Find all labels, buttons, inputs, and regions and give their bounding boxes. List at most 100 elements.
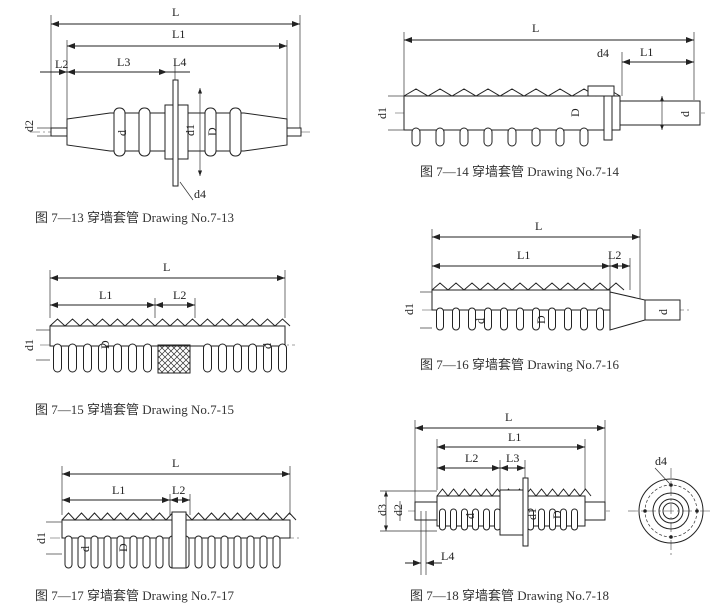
shed xyxy=(564,307,572,331)
label-L: L xyxy=(535,219,542,233)
shed xyxy=(64,535,73,569)
shed xyxy=(500,307,508,331)
bushing-body xyxy=(403,95,621,131)
shed xyxy=(116,535,125,569)
bushing-body xyxy=(431,289,611,311)
shed xyxy=(468,307,476,331)
label-d2: d2 xyxy=(391,504,405,516)
bushing-body xyxy=(49,325,286,347)
shed xyxy=(472,508,479,531)
label-L3: L3 xyxy=(506,451,519,465)
shed xyxy=(155,535,164,569)
shed xyxy=(452,307,460,331)
shed xyxy=(484,307,492,331)
shed xyxy=(459,127,469,147)
shed xyxy=(411,127,421,147)
flange xyxy=(171,511,187,569)
label-L2: L2 xyxy=(55,57,68,71)
caption-7-13: 图 7—13 穿墙套管 Drawing No.7-13 xyxy=(35,210,234,225)
right-terminal xyxy=(584,501,606,521)
label-L3: L3 xyxy=(117,55,130,69)
figure-7-13: L L1 L2 L3 L4 d2 d d1 D d4 图 7—13 穿墙套管 D… xyxy=(22,5,310,225)
label-D: D xyxy=(568,108,582,117)
label-d1: d1 xyxy=(375,107,389,119)
shed xyxy=(571,508,578,531)
label-d: d xyxy=(473,318,487,324)
label-d: d xyxy=(260,343,274,349)
shed-crest-profile xyxy=(49,318,291,327)
shed-crest-profile xyxy=(403,88,621,97)
label-d1: d1 xyxy=(402,303,416,315)
shed xyxy=(143,343,152,373)
shed xyxy=(483,127,493,147)
bolt-hole xyxy=(669,535,673,539)
label-d: d xyxy=(463,513,477,519)
label-d-terminal: d xyxy=(656,309,670,315)
shed xyxy=(204,107,217,157)
caption-7-15: 图 7—15 穿墙套管 Drawing No.7-15 xyxy=(35,402,234,417)
shed-crest-profile xyxy=(431,282,625,291)
shed xyxy=(138,107,151,157)
label-d: d xyxy=(678,111,692,117)
label-L: L xyxy=(505,410,512,424)
label-d2: d2 xyxy=(22,120,36,132)
label-d: d xyxy=(115,130,129,136)
shed xyxy=(263,343,272,373)
bolt-hole xyxy=(695,509,699,513)
shed xyxy=(194,535,203,569)
shed xyxy=(233,535,242,569)
label-d4: d4 xyxy=(194,187,206,201)
label-L: L xyxy=(172,5,179,19)
shed xyxy=(248,343,257,373)
label-L2: L2 xyxy=(173,288,186,302)
shed xyxy=(531,127,541,147)
shed xyxy=(218,343,227,373)
figure-7-17: L L1 L2 d1 d D 图 7—17 穿墙套管 Drawing No.7-… xyxy=(34,456,300,603)
label-d1: d1 xyxy=(183,124,197,136)
label-L1: L1 xyxy=(508,430,521,444)
left-terminal xyxy=(50,127,69,137)
shed xyxy=(439,508,446,531)
shed xyxy=(259,535,268,569)
shed xyxy=(532,307,540,331)
shed xyxy=(129,535,138,569)
shed xyxy=(483,508,490,531)
caption-7-16: 图 7—16 穿墙套管 Drawing No.7-16 xyxy=(420,357,619,372)
label-D: D xyxy=(205,127,219,136)
label-D: D xyxy=(98,340,112,349)
shed xyxy=(246,535,255,569)
shed xyxy=(516,307,524,331)
shed xyxy=(113,343,122,373)
label-L2: L2 xyxy=(172,483,185,497)
shed xyxy=(220,535,229,569)
shed xyxy=(548,307,556,331)
figure-7-16: L L1 L2 d1 d D d 图 7—16 穿墙套管 Drawing No.… xyxy=(402,219,690,372)
label-d1: d1 xyxy=(34,532,48,544)
label-D: D xyxy=(116,543,130,552)
label-L1: L1 xyxy=(112,483,125,497)
label-d4: d4 xyxy=(655,454,667,468)
label-L: L xyxy=(163,260,170,274)
shed xyxy=(83,343,92,373)
shed xyxy=(203,343,212,373)
shed xyxy=(207,535,216,569)
flange-plate xyxy=(603,95,613,141)
shed xyxy=(555,127,565,147)
figure-7-14: L L1 d4 d1 D d 图 7—14 穿墙套管 Drawing No.7-… xyxy=(375,21,705,179)
label-L1: L1 xyxy=(99,288,112,302)
caption-7-17: 图 7—17 穿墙套管 Drawing No.7-17 xyxy=(35,588,234,603)
end-view: d4 xyxy=(628,454,712,555)
label-d: d xyxy=(78,546,92,552)
label-L1: L1 xyxy=(640,45,653,59)
figure-7-15: L L1 L2 d1 D d 图 7—15 穿墙套管 Drawing No.7-… xyxy=(22,260,295,417)
shed xyxy=(98,343,107,373)
caption-7-14: 图 7—14 穿墙套管 Drawing No.7-14 xyxy=(420,164,619,179)
flange xyxy=(587,85,615,97)
label-d3: d3 xyxy=(375,504,389,516)
shed xyxy=(507,127,517,147)
label-L2: L2 xyxy=(465,451,478,465)
figure-7-18: L L1 L2 L3 L4 d3 d2 d d1 D d4 图 7—18 穿墙套… xyxy=(375,410,712,603)
label-L4: L4 xyxy=(173,55,186,69)
shed xyxy=(128,343,137,373)
shed xyxy=(538,508,545,531)
